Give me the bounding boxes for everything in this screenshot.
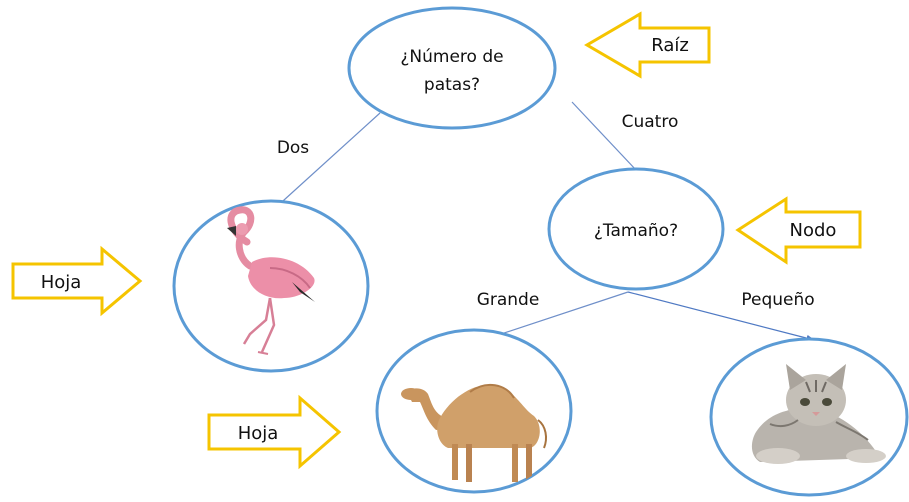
root-node-label-line2: patas? [424, 75, 480, 95]
callout-leaf-left-arrow: Hoja [11, 245, 143, 317]
leaf-flamingo [172, 199, 370, 373]
flamingo-image [227, 206, 315, 355]
callout-root-arrow: Raíz [584, 11, 711, 79]
camel-image [401, 383, 547, 482]
callout-root-label: Raíz [651, 35, 689, 56]
root-node: ¿Número de patas? [347, 6, 557, 130]
callout-node-label: Nodo [790, 220, 837, 241]
root-node-label-line1: ¿Número de [400, 47, 503, 67]
callout-leaf-bottom-label: Hoja [238, 423, 279, 444]
callout-node-arrow: Nodo [735, 196, 862, 265]
size-node: ¿Tamaño? [547, 167, 725, 291]
edge-two-line [272, 112, 381, 211]
edge-small-line [627, 291, 815, 342]
leaf-kitten [709, 337, 909, 497]
size-node-label: ¿Tamaño? [594, 221, 678, 241]
edge-label-two: Dos [277, 138, 309, 158]
callout-leaf-left-label: Hoja [41, 272, 82, 293]
edge-big-line [482, 291, 629, 341]
edge-four-line [571, 101, 637, 171]
callout-leaf-bottom-arrow: Hoja [207, 394, 342, 470]
kitten-image [751, 364, 886, 464]
edge-label-big: Grande [477, 290, 540, 310]
leaf-camel [375, 328, 573, 494]
edge-label-four: Cuatro [622, 112, 679, 132]
edge-label-small: Pequeño [741, 290, 814, 310]
